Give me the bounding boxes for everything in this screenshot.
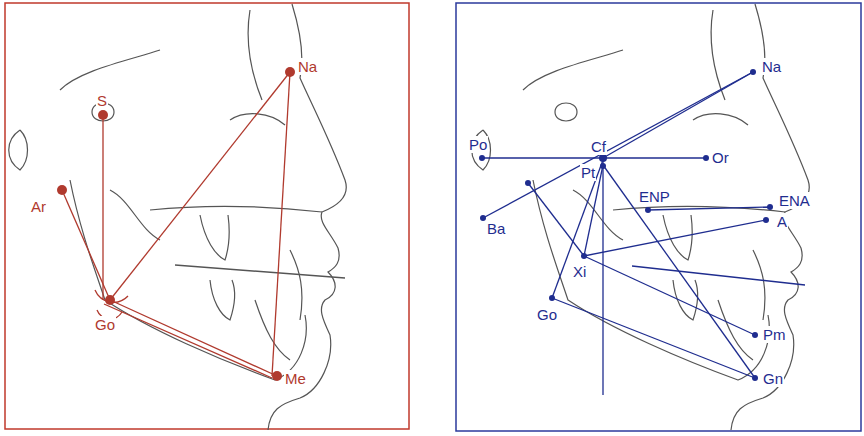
landmark-label: Go <box>94 316 116 333</box>
landmark-label: Ba <box>486 220 506 237</box>
landmark-label: Na <box>761 58 782 75</box>
landmark-label: Me <box>284 370 307 387</box>
landmark-label: Xi <box>572 263 587 280</box>
landmark-label: Ar <box>30 198 47 215</box>
landmark-label: S <box>96 92 108 109</box>
landmark-label: Po <box>468 136 488 153</box>
landmark-label: Cf <box>590 138 607 155</box>
landmark-label: Go <box>536 306 558 323</box>
landmark-label: Gn <box>762 370 784 387</box>
landmark-label: Or <box>711 149 730 166</box>
landmark-label: Pm <box>762 326 787 343</box>
landmark-label: A <box>776 213 788 230</box>
landmark-label: ENA <box>778 192 811 209</box>
landmark-label: Na <box>297 58 318 75</box>
landmark-label: Pt <box>580 164 596 181</box>
landmark-label: ENP <box>638 188 671 205</box>
